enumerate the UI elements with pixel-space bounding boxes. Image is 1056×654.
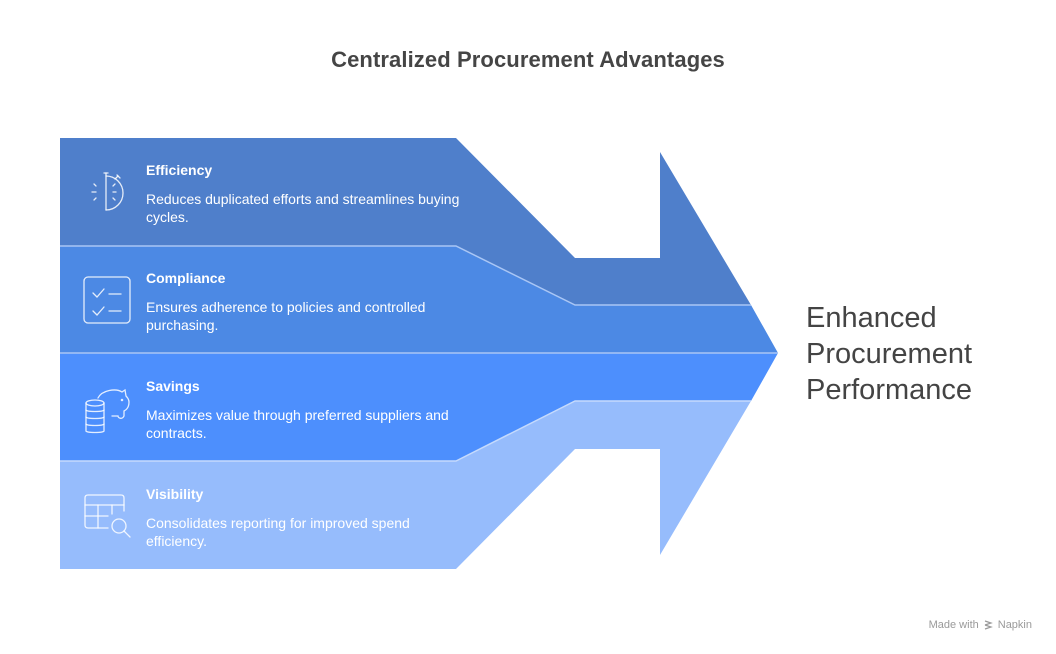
- item-description: Reduces duplicated efforts and streamlin…: [146, 191, 460, 225]
- band-savings: [60, 353, 778, 461]
- item-description: Ensures adherence to policies and contro…: [146, 299, 426, 333]
- separator-3: [60, 400, 751, 462]
- piggy-bank-icon: [85, 388, 130, 434]
- checklist-icon: [83, 276, 131, 324]
- item-visibility: Visibility Consolidates reporting for im…: [146, 485, 466, 550]
- band-visibility: [60, 401, 751, 569]
- outcome-line-2: Procurement: [806, 338, 973, 370]
- item-title: Savings: [146, 378, 200, 394]
- napkin-logo-icon: [984, 619, 993, 630]
- item-description: Maximizes value through preferred suppli…: [146, 407, 449, 441]
- footer-prefix: Made with: [928, 619, 979, 631]
- stopwatch-icon: [91, 172, 124, 211]
- outcome-label: Enhanced Procurement Performance: [806, 300, 972, 408]
- table-search-icon: [84, 494, 131, 538]
- item-efficiency: Efficiency Reduces duplicated efforts an…: [146, 161, 466, 226]
- diagram-title: Centralized Procurement Advantages: [331, 47, 725, 72]
- item-title: Compliance: [146, 270, 226, 286]
- band-compliance: [60, 246, 778, 353]
- item-savings: Savings Maximizes value through preferre…: [146, 377, 466, 442]
- item-title: Efficiency: [146, 162, 213, 178]
- footer-brand: Napkin: [997, 619, 1032, 631]
- separator-1: [60, 245, 751, 306]
- item-compliance: Compliance Ensures adherence to policies…: [146, 269, 466, 334]
- band-efficiency: [60, 138, 751, 305]
- made-with-napkin-badge[interactable]: Made with Napkin: [929, 619, 1032, 631]
- item-description: Consolidates reporting for improved spen…: [146, 515, 410, 549]
- outcome-line-3: Performance: [806, 374, 973, 406]
- outcome-line-1: Enhanced: [806, 302, 937, 334]
- item-title: Visibility: [146, 486, 204, 502]
